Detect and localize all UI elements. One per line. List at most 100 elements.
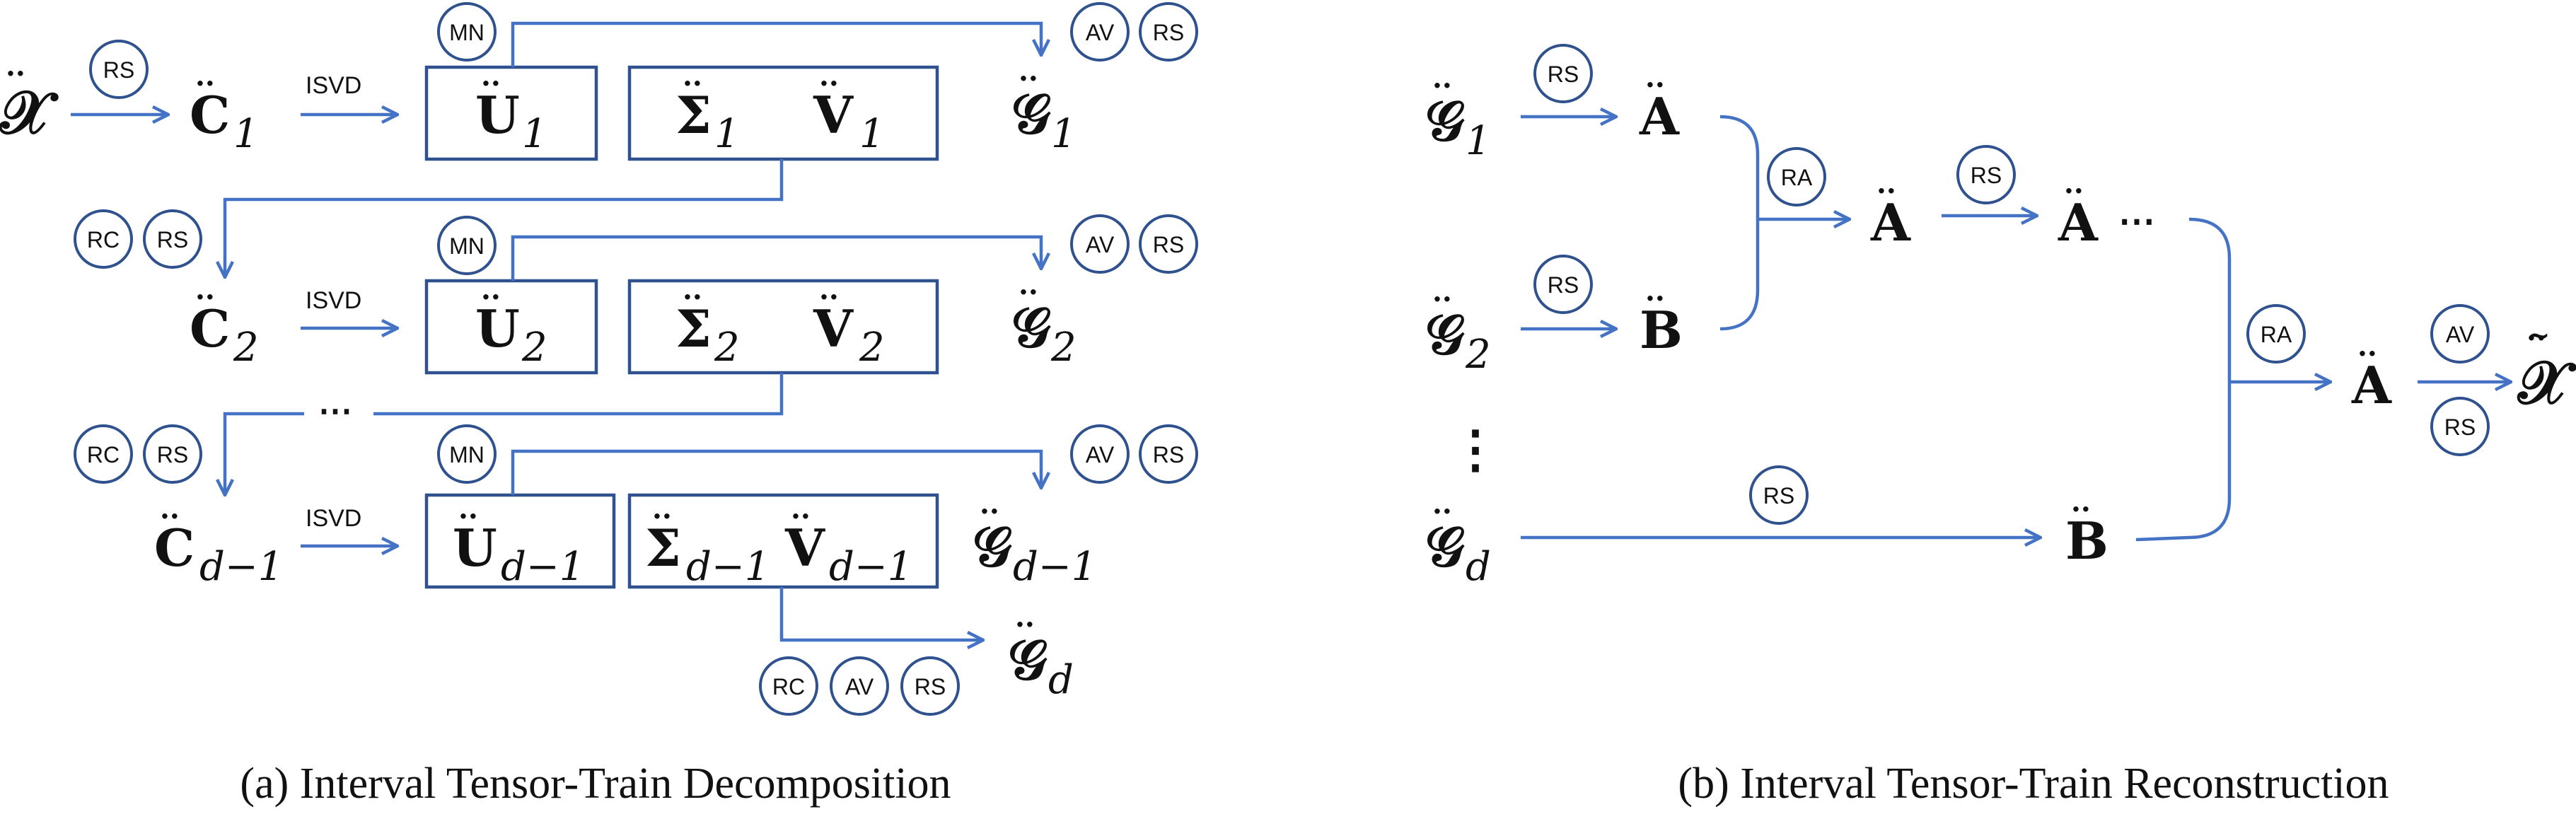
svg-text:··: ··	[195, 67, 215, 100]
svg-text:1: 1	[714, 111, 740, 157]
arrow-v2-to-cd1-b	[225, 412, 304, 495]
badge-rs-b3: RS	[1749, 465, 1809, 525]
svg-text:RS: RS	[1763, 483, 1794, 509]
badge-rs-2: RS	[143, 209, 202, 269]
svg-text:1: 1	[1466, 118, 1491, 164]
svg-text:··: ··	[2526, 322, 2546, 355]
svg-text:··: ··	[1019, 276, 1038, 309]
svg-text:1: 1	[859, 111, 885, 157]
badge-av-b: AV	[2430, 304, 2490, 364]
svg-text:Σ: Σ	[675, 298, 712, 359]
svg-text:RS: RS	[2444, 414, 2476, 440]
core-gd: 𝒢 ·· d	[1008, 608, 1074, 703]
svg-text:𝒳: 𝒳	[2517, 347, 2576, 417]
svg-text:RC: RC	[772, 674, 805, 699]
svg-text:1: 1	[1051, 111, 1077, 157]
svg-text:··: ··	[2071, 493, 2091, 526]
core-g1: 𝒢 ·· 1	[1011, 62, 1077, 157]
badge-rs-x: RS	[89, 40, 149, 99]
arrow-u1-to-g1	[511, 21, 1041, 67]
svg-text:Σ: Σ	[675, 85, 712, 145]
svg-text:𝒢: 𝒢	[1008, 628, 1048, 692]
svg-text:AV: AV	[1086, 442, 1115, 467]
badge-rc-2: RC	[74, 209, 133, 269]
svg-text:C: C	[190, 85, 230, 145]
tensor-v1: V ·· 1	[813, 67, 885, 157]
svg-text:𝒢: 𝒢	[973, 515, 1012, 579]
badge-rs-b4: RS	[1956, 145, 2016, 204]
badge-rs-3: RS	[143, 424, 202, 484]
svg-text:MN: MN	[449, 442, 485, 467]
arrow-v1-to-c2	[225, 159, 784, 277]
svg-text:RC: RC	[87, 442, 120, 467]
tensor-x-reconstructed: 𝒳 ·· ~	[2517, 319, 2576, 417]
panel-a-decomposition: 𝒳 ·· RS C ·· 1 ISVD U ·· 1 Σ ·· 1 V ··	[0, 2, 1198, 808]
svg-text:2: 2	[1465, 332, 1491, 378]
svg-text:AV: AV	[845, 674, 874, 699]
core-g2-b: 𝒢 ·· 2	[1425, 283, 1491, 378]
label-isvd-3: ISVD	[306, 505, 361, 532]
badge-av-3: AV	[1070, 424, 1130, 484]
svg-text:··: ··	[1015, 608, 1035, 641]
box-u1	[424, 65, 598, 161]
svg-text:RS: RS	[915, 674, 946, 699]
svg-text:··: ··	[458, 500, 478, 533]
svg-text:𝒢: 𝒢	[1425, 515, 1465, 579]
tensor-ud1: U ·· d−1	[453, 500, 584, 590]
svg-text:1: 1	[522, 111, 547, 157]
tensor-u2: U ·· 2	[475, 281, 547, 371]
badge-mn-1: MN	[437, 2, 497, 62]
box-ud1	[424, 493, 616, 589]
svg-text:··: ··	[1645, 69, 1665, 102]
svg-text:d: d	[1048, 657, 1074, 703]
tensor-a-2: A ··	[1870, 175, 1911, 252]
arrow-ud1-to-gd1	[511, 449, 1041, 495]
badge-rs-b5: RS	[2430, 397, 2490, 456]
arrow-v2-to-cd1-a	[373, 373, 784, 416]
svg-text:1: 1	[233, 111, 259, 157]
badge-rs-b2: RS	[1533, 255, 1593, 314]
svg-text:B: B	[2065, 511, 2108, 571]
badge-rc-3: RC	[74, 424, 133, 484]
svg-text:··: ··	[2064, 175, 2084, 208]
svg-text:RA: RA	[1781, 165, 1813, 190]
badge-av-4: AV	[830, 656, 889, 716]
caption-b: (b) Interval Tensor-Train Reconstruction	[1678, 760, 2389, 808]
svg-text:··: ··	[819, 281, 839, 314]
bracket-ra-2	[2135, 217, 2232, 542]
svg-text:d−1: d−1	[1013, 544, 1096, 590]
svg-text:2: 2	[233, 325, 259, 371]
badge-rs-g3: RS	[1139, 424, 1198, 484]
svg-text:··: ··	[1432, 495, 1452, 528]
svg-text:C: C	[190, 298, 230, 359]
badge-av-1: AV	[1070, 2, 1130, 62]
svg-text:d−1: d−1	[199, 544, 283, 590]
vdots: ⋮	[1450, 419, 1501, 479]
svg-text:U: U	[475, 298, 520, 359]
svg-text:A: A	[2351, 355, 2392, 415]
badge-rs-g2: RS	[1139, 214, 1198, 274]
tensor-x: 𝒳	[0, 77, 59, 147]
tensor-v2: V ·· 2	[813, 281, 885, 371]
svg-text:U: U	[475, 85, 520, 145]
svg-text:RS: RS	[103, 57, 134, 83]
svg-text:V: V	[813, 298, 854, 359]
label-isvd-2: ISVD	[306, 287, 361, 314]
svg-text:AV: AV	[1086, 232, 1115, 257]
badge-rs-4: RS	[900, 656, 960, 716]
svg-text:··: ··	[1876, 175, 1896, 208]
tensor-sigma1: Σ ·· 1	[675, 67, 740, 157]
svg-text:RS: RS	[157, 442, 188, 467]
badge-rc-4: RC	[759, 656, 818, 716]
tensor-a-1: A ··	[1639, 69, 1680, 146]
badge-ra-1: RA	[1767, 147, 1826, 207]
tensor-sigma2: Σ ·· 2	[675, 281, 740, 371]
svg-text:··: ··	[1432, 69, 1452, 103]
box-sigma1-v1	[627, 65, 939, 161]
svg-text:RS: RS	[1153, 442, 1184, 467]
svg-text:𝒢: 𝒢	[1011, 296, 1051, 360]
tensor-vd1: V ·· d−1	[784, 500, 912, 590]
svg-text:C: C	[154, 518, 195, 578]
arrow-u2-to-g2	[511, 235, 1041, 281]
